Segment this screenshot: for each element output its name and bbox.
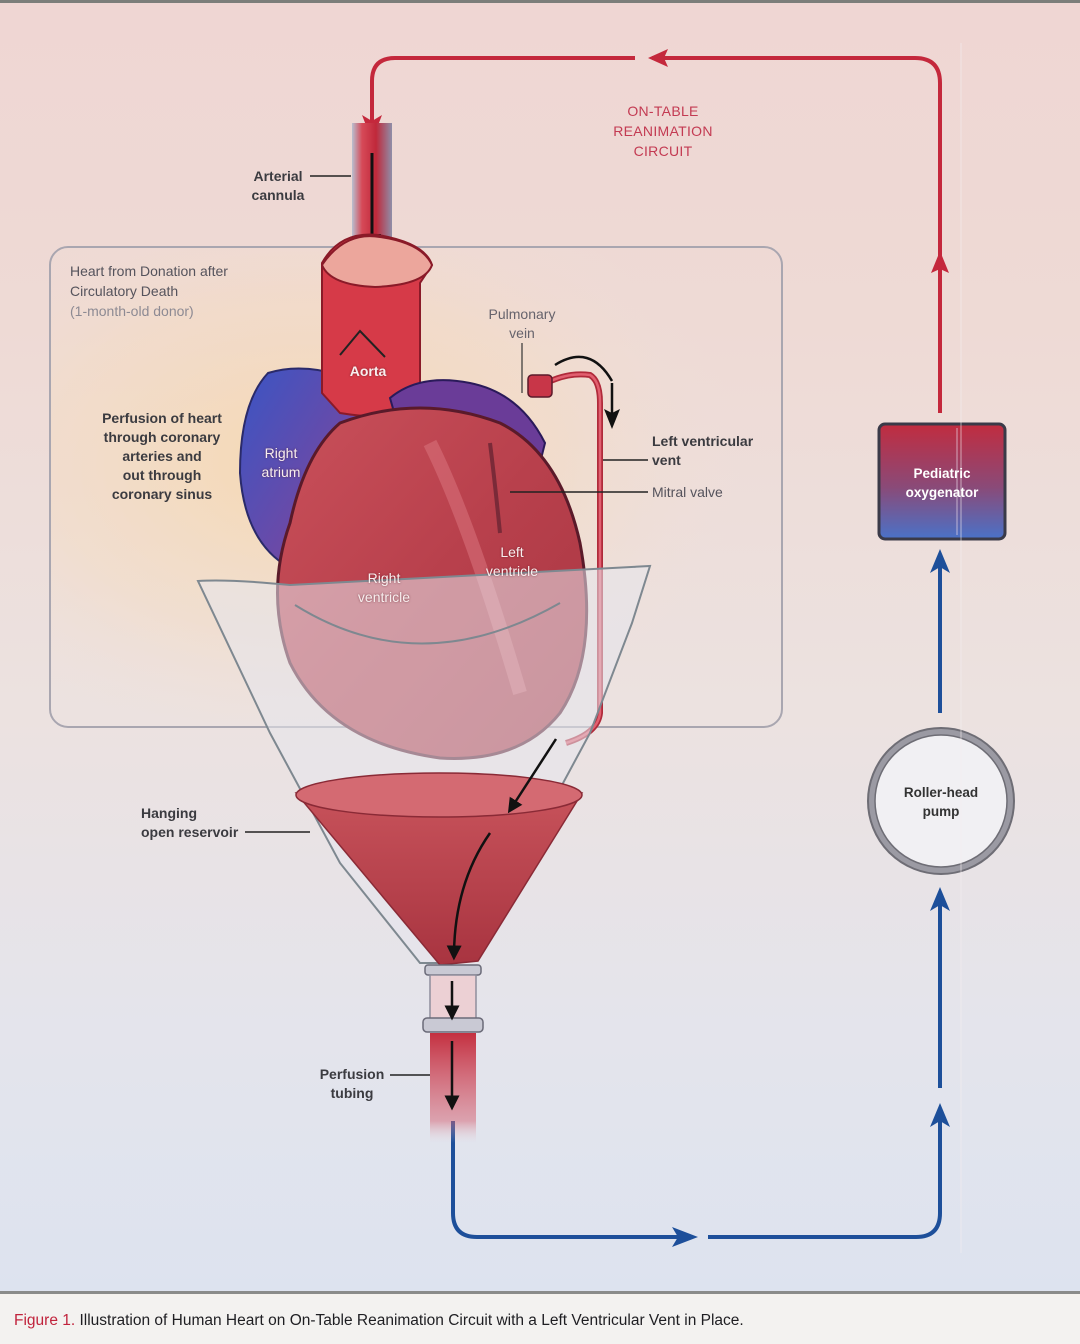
arrow-up-icon xyxy=(930,549,950,573)
label-mitral-valve: Mitral valve xyxy=(652,484,723,500)
label-line: cannula xyxy=(251,187,305,203)
label-line: ventricle xyxy=(485,563,539,579)
perfusion-tubing xyxy=(390,964,484,1143)
label-perfusion-tubing: Perfusion tubing xyxy=(316,1065,388,1103)
arrow-left-icon xyxy=(648,49,668,67)
label-roller-head-pump: Roller-head pump xyxy=(880,783,1002,821)
heart-box-title-line: Circulatory Death xyxy=(70,283,179,299)
label-left-ventricular-vent: Left ventricular vent xyxy=(652,432,753,470)
label-left-ventricle: Left ventricle xyxy=(474,543,550,581)
circuit-title-line: CIRCUIT xyxy=(633,143,693,159)
label-aorta: Aorta xyxy=(349,363,387,379)
circuit-illustration xyxy=(49,43,1015,1253)
label-line: Right xyxy=(264,445,298,461)
label-line: Perfusion xyxy=(319,1066,385,1082)
figure-caption: Figure 1. Illustration of Human Heart on… xyxy=(0,1297,1080,1344)
circuit-title: ON-TABLE REANIMATION CIRCUIT xyxy=(596,101,730,161)
heart-box-title-line: Heart from Donation after xyxy=(70,263,228,279)
label-right-atrium: Right atrium xyxy=(250,444,312,482)
circuit-title-line: ON-TABLE xyxy=(627,103,699,119)
heart-box-subtitle: (1-month-old donor) xyxy=(70,303,194,319)
label-line: vein xyxy=(509,325,535,341)
label-line: vent xyxy=(652,452,681,468)
circuit-title-line: REANIMATION xyxy=(613,123,713,139)
heart-box-title: Heart from Donation after Circulatory De… xyxy=(70,261,228,321)
arrow-up-icon xyxy=(930,1103,950,1127)
arrow-up-icon xyxy=(931,251,949,273)
arterial-return-line xyxy=(370,56,942,413)
caption-text: Illustration of Human Heart on On-Table … xyxy=(75,1312,744,1329)
label-line: out through xyxy=(122,467,202,483)
label-line: arteries and xyxy=(122,448,202,464)
label-perfusion-note: Perfusion of heart through coronary arte… xyxy=(92,409,232,504)
arrow-right-icon xyxy=(672,1227,698,1247)
label-line: atrium xyxy=(261,464,301,480)
roller-head-pump xyxy=(867,727,1015,875)
hanging-open-reservoir xyxy=(196,564,652,966)
label-line: tubing xyxy=(330,1085,374,1101)
arrow-up-icon xyxy=(930,887,950,911)
label-line: Roller-head xyxy=(903,785,979,800)
label-hanging-open-reservoir: Hanging open reservoir xyxy=(141,804,238,842)
label-arterial-cannula: Arterial cannula xyxy=(246,167,310,205)
label-line: open reservoir xyxy=(141,824,239,840)
label-line: Pulmonary xyxy=(488,306,556,322)
pediatric-oxygenator xyxy=(877,422,1007,541)
label-line: pump xyxy=(922,804,960,819)
label-line: Left ventricular xyxy=(652,433,754,449)
venous-line xyxy=(451,563,942,1239)
label-pulmonary-vein: Pulmonary vein xyxy=(478,305,566,343)
label-line: ventricle xyxy=(357,589,411,605)
label-line: Left xyxy=(500,544,524,560)
figure-number: Figure 1. xyxy=(14,1312,76,1329)
label-line: Perfusion of heart xyxy=(102,410,222,426)
label-line: Pediatric xyxy=(913,466,971,481)
label-line: through coronary xyxy=(103,429,221,445)
aorta xyxy=(320,233,434,418)
label-pediatric-oxygenator: Pediatric oxygenator xyxy=(880,464,1004,502)
label-line: Right xyxy=(367,570,401,586)
label-line: Hanging xyxy=(141,805,197,821)
label-line: oxygenator xyxy=(905,485,979,500)
label-right-ventricle: Right ventricle xyxy=(346,569,422,607)
label-line: coronary sinus xyxy=(111,486,213,502)
label-line: Arterial xyxy=(253,168,303,184)
figure-panel: ON-TABLE REANIMATION CIRCUIT Heart from … xyxy=(0,0,1080,1294)
